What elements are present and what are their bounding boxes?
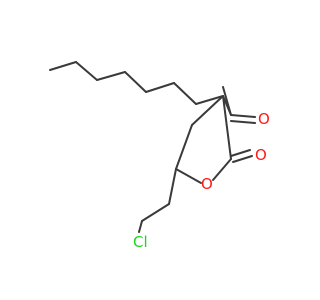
atom-chlorine: Cl [133, 233, 148, 251]
bond-ring-c4-c5 [175, 124, 193, 170]
bond-ring-c3-c4 [191, 95, 224, 126]
bond-hexyl-5 [145, 82, 175, 93]
molecule-structure-diagram: O O O Cl [49, 61, 270, 251]
bond-ketone-double-a [230, 114, 256, 118]
bond-ring-c2-c3 [222, 95, 232, 160]
bond-hexyl-2 [75, 61, 98, 81]
bond-cl-stub [138, 220, 143, 233]
bond-hexyl-6 [173, 82, 197, 105]
bond-hexyl-3 [96, 71, 126, 81]
atom-lactone-carbonyl-oxygen: O [255, 146, 267, 164]
bond-hexyl-4 [124, 71, 147, 93]
bond-hexyl-7 [195, 95, 224, 105]
bond-ring-o-c2 [212, 158, 232, 181]
atom-ketone-oxygen: O [258, 110, 270, 128]
bond-ch2-cl [141, 203, 170, 222]
bond-ketone-double-b [230, 120, 256, 124]
bond-ring-c5-o [175, 168, 202, 184]
atom-ring-oxygen: O [201, 175, 213, 193]
bond-acetyl-methyl [222, 86, 232, 116]
bond-lactone-double-a [230, 149, 251, 157]
bond-hexyl-1 [49, 61, 77, 71]
bond-c5-ch2 [168, 168, 177, 205]
bond-lactone-double-b [232, 155, 253, 163]
